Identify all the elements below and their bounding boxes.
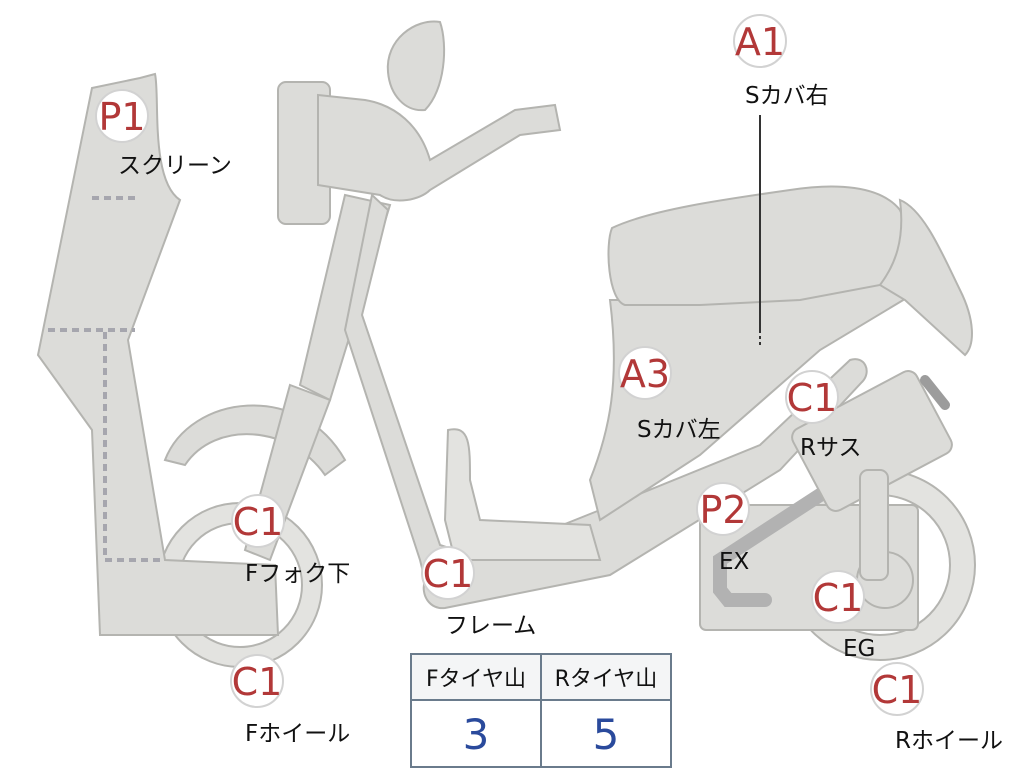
rear-shock-shape (791, 370, 953, 512)
part-label-frame: フレーム (445, 613, 536, 639)
grade-badge-frame: C1 (421, 546, 475, 600)
part-label-exhaust: EX (719, 549, 750, 575)
grade-badge-front-wheel: C1 (230, 654, 284, 708)
svg-text:C1: C1 (232, 660, 283, 704)
tail-shape (878, 198, 973, 357)
svg-text:A1: A1 (735, 20, 785, 64)
side-cover-shape (588, 253, 948, 522)
svg-text:P2: P2 (699, 488, 746, 532)
grade-badge-rear-suspension: C1 (785, 370, 839, 424)
grade-badge-rear-wheel: C1 (870, 662, 924, 716)
part-label-rear-suspension: Rサス (800, 435, 862, 461)
front-tire-value: 3 (462, 710, 490, 759)
svg-text:A3: A3 (620, 352, 670, 396)
floor-board-shape (443, 428, 602, 561)
part-label-s-cover-left: Sカバ左 (637, 417, 721, 443)
svg-text:C1: C1 (233, 500, 284, 544)
rear-strut-shape (859, 469, 889, 581)
svg-text:C1: C1 (813, 576, 864, 620)
part-label-s-cover-right: Sカバ右 (745, 83, 829, 109)
exhaust-pipe-shape (713, 488, 827, 607)
tire-table-header: Fタイヤ山 Rタイヤ山 (412, 655, 670, 701)
rear-shock-rod (920, 375, 950, 410)
grade-badge-exhaust: P2 (696, 482, 750, 536)
tire-table-values: 3 5 (412, 701, 670, 768)
part-label-engine: EG (843, 636, 875, 662)
part-label-front-fork-lower: Fフォク下 (245, 561, 350, 587)
handlebar-shape (317, 93, 562, 202)
svg-text:P1: P1 (98, 95, 145, 139)
svg-text:C1: C1 (423, 552, 474, 596)
leg-shield-shape (36, 72, 280, 636)
rear-tire-header: Rタイヤ山 (540, 655, 670, 699)
part-label-front-wheel: Fホイール (245, 721, 350, 747)
rear-tire-value: 5 (540, 701, 670, 768)
grade-badge-s-cover-left: A3 (618, 346, 672, 400)
tire-tread-table: Fタイヤ山 Rタイヤ山 3 5 (410, 653, 672, 768)
grade-badge-s-cover-right: A1 (733, 14, 787, 68)
seat-shape (607, 185, 906, 306)
grade-badge-engine: C1 (811, 570, 865, 624)
mirror-shape (386, 20, 446, 112)
part-label-rear-wheel: Rホイール (895, 728, 1003, 754)
svg-text:C1: C1 (787, 376, 838, 420)
front-tire-header: Fタイヤ山 (426, 667, 526, 692)
grade-badge-front-fork-lower: C1 (231, 494, 285, 548)
grade-badge-screen: P1 (95, 89, 149, 143)
svg-text:C1: C1 (872, 668, 923, 712)
part-label-screen: スクリーン (118, 153, 232, 179)
